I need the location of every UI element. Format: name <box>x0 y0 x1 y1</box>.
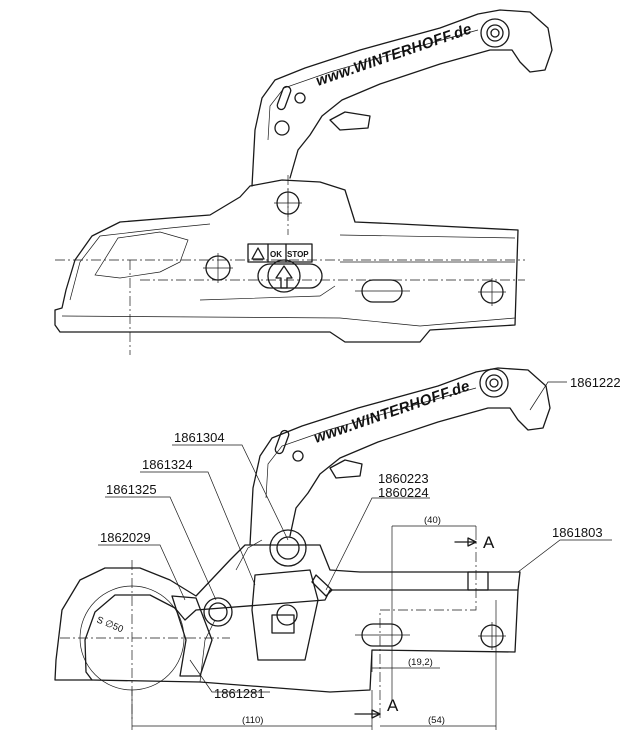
dim-40: (40) <box>424 515 441 526</box>
leader-1861325 <box>105 496 217 601</box>
spring-edge <box>235 539 263 571</box>
leader-1861803 <box>517 539 612 573</box>
leader-1861304 <box>172 444 289 541</box>
handle-pivot-pin <box>490 28 500 38</box>
handle-edge <box>267 29 479 141</box>
handle-detent <box>292 450 304 462</box>
handle-detent <box>294 92 306 104</box>
wear-indicator-label <box>247 243 313 263</box>
body-lower-outline <box>91 589 519 693</box>
main-pivot-pin <box>276 536 300 560</box>
top-view: www.WINTERHOFF.de OK STOP <box>54 9 553 355</box>
release-trigger <box>329 459 363 479</box>
part-number: 1860224 <box>378 485 429 500</box>
cam-roller-core <box>208 602 228 622</box>
section-label-bottom: A <box>387 696 399 715</box>
indicator-housing <box>257 263 323 289</box>
leader-1862029 <box>98 544 186 601</box>
ok-label: OK <box>270 250 282 259</box>
lever-plate <box>251 569 319 661</box>
dim-110: (110) <box>242 715 263 726</box>
leader-1861281 <box>189 659 270 693</box>
bottom-view: www.WINTERHOFF.de A <box>54 367 621 730</box>
drawbar-bore <box>467 571 489 591</box>
cam-roller <box>203 597 233 627</box>
part-number: 1860223 <box>378 471 429 486</box>
leader-1860223 <box>325 497 430 591</box>
handle-pivot-boss <box>480 18 510 48</box>
handle-slot <box>276 85 292 111</box>
indicator-knob <box>267 259 301 293</box>
handle-outline <box>249 367 551 546</box>
release-trigger <box>329 111 371 131</box>
handle-pivot-boss <box>479 368 509 398</box>
handle-slot <box>274 429 290 455</box>
body-edge <box>199 285 336 301</box>
part-number: 1861324 <box>142 457 193 472</box>
body-edge <box>61 315 516 327</box>
coupling-body-section <box>54 544 521 681</box>
part-number: 1861281 <box>214 686 265 701</box>
handle-pivot-pin <box>489 378 499 388</box>
arrow-up-icon <box>275 265 293 289</box>
handle-pivot-hole <box>485 374 503 392</box>
part-number: 1861222 <box>570 375 621 390</box>
part-number: 1861304 <box>174 430 225 445</box>
dim-19-2: (19,2) <box>408 657 433 668</box>
ball-diameter-label: S ∅50 <box>95 615 125 636</box>
part-number: 1861803 <box>552 525 603 540</box>
handle-pivot-hole <box>486 24 504 42</box>
part-number: 1862029 <box>100 530 151 545</box>
warning-triangle-icon <box>251 247 265 260</box>
leader-1861222 <box>529 381 567 411</box>
handle-edge <box>265 387 477 499</box>
spring-clip <box>311 574 333 597</box>
body-edge <box>69 223 211 301</box>
ball-socket-recess <box>94 231 189 279</box>
section-line <box>379 542 477 718</box>
dim-54: (54) <box>428 715 445 726</box>
main-pivot-boss <box>269 529 307 567</box>
part-number: 1861325 <box>106 482 157 497</box>
handle-outline <box>251 9 553 187</box>
brand-text: www.WINTERHOFF.de <box>312 377 472 446</box>
leader-1861324 <box>140 471 256 586</box>
body-edge <box>199 619 216 683</box>
section-label-top: A <box>483 533 495 552</box>
handle-rivet <box>274 120 290 136</box>
friction-pad <box>171 595 213 677</box>
body-edge <box>339 234 516 239</box>
coupling-body-outline <box>54 179 519 343</box>
stop-label: STOP <box>287 250 309 259</box>
square-insert <box>271 614 295 634</box>
